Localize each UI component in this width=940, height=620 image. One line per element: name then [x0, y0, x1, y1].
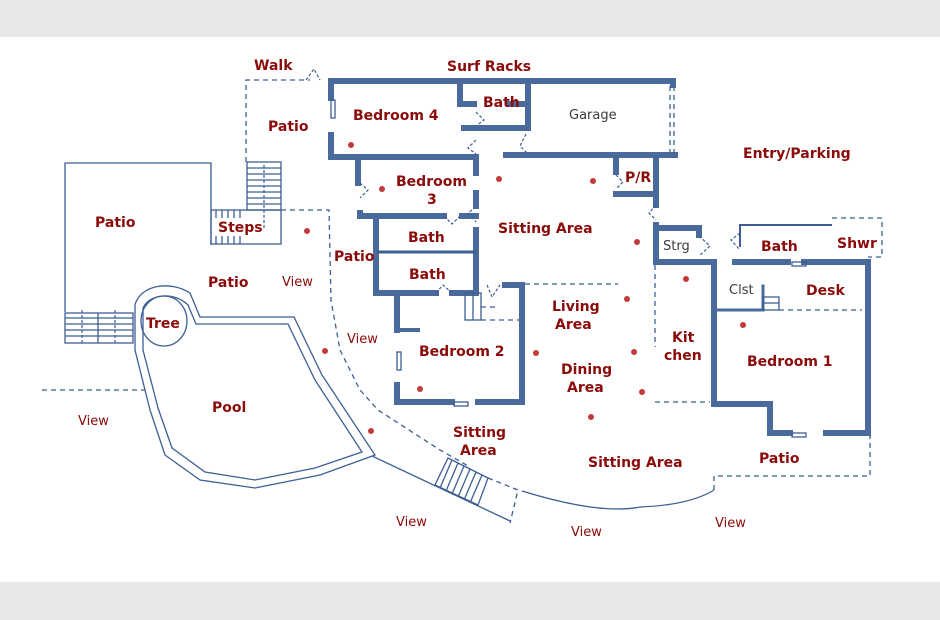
label-tree[interactable]: Tree [146, 316, 180, 332]
label-bath-mid-1[interactable]: Bath [408, 230, 445, 246]
marker[interactable] [683, 276, 689, 282]
label-view-left: View [78, 414, 109, 429]
label-pool[interactable]: Pool [212, 400, 246, 416]
label-dining-line2[interactable]: Area [567, 380, 604, 396]
label-bedroom-3-line1[interactable]: Bedroom [396, 174, 467, 190]
house-walls [328, 78, 883, 436]
marker[interactable] [624, 296, 630, 302]
label-view-bottom-right: View [715, 516, 746, 531]
label-patio-upper[interactable]: Patio [268, 119, 309, 135]
label-sitting-area-upper[interactable]: Sitting Area [498, 221, 593, 237]
label-view-1: View [282, 275, 313, 290]
marker[interactable] [322, 348, 328, 354]
marker[interactable] [740, 322, 746, 328]
door-swings [330, 99, 807, 438]
label-bedroom-4[interactable]: Bedroom 4 [353, 108, 439, 124]
room-labels: Walk Surf Racks Bedroom 4 Bath Garage En… [78, 58, 877, 540]
label-powder-room[interactable]: P/R [625, 170, 651, 186]
label-entry-parking[interactable]: Entry/Parking [743, 146, 851, 162]
marker[interactable] [590, 178, 596, 184]
label-view-bottom-left: View [396, 515, 427, 530]
left-patio-outline [64, 162, 212, 344]
marker[interactable] [496, 176, 502, 182]
label-garage[interactable]: Garage [569, 108, 617, 123]
label-kitchen-line2[interactable]: chen [664, 348, 702, 364]
label-patio-left[interactable]: Patio [95, 215, 136, 231]
label-bedroom-3-line2[interactable]: 3 [427, 192, 437, 208]
marker[interactable] [634, 239, 640, 245]
label-walk: Walk [254, 58, 293, 74]
label-view-bottom-mid: View [571, 525, 602, 540]
walk-gate-icon [305, 67, 321, 81]
marker[interactable] [631, 349, 637, 355]
label-surf-racks: Surf Racks [447, 59, 531, 75]
marker[interactable] [379, 186, 385, 192]
label-view-2: View [347, 332, 378, 347]
marker[interactable] [588, 414, 594, 420]
location-markers [304, 142, 746, 434]
label-shower[interactable]: Shwr [837, 236, 877, 252]
marker[interactable] [417, 386, 423, 392]
label-bath-right[interactable]: Bath [761, 239, 798, 255]
marker[interactable] [533, 350, 539, 356]
label-sitting-lower-line1[interactable]: Sitting [453, 425, 506, 441]
label-living-line1[interactable]: Living [552, 299, 600, 315]
label-storage[interactable]: Strg [663, 239, 690, 254]
label-sitting-area-bottom[interactable]: Sitting Area [588, 455, 683, 471]
label-bedroom-1[interactable]: Bedroom 1 [747, 354, 833, 370]
marker[interactable] [639, 389, 645, 395]
marker[interactable] [348, 142, 354, 148]
label-patio-lower-left[interactable]: Patio [208, 275, 249, 291]
pool-structure [134, 285, 511, 522]
label-patio-right[interactable]: Patio [759, 451, 800, 467]
label-patio-mid[interactable]: Patio [334, 249, 375, 265]
label-sitting-lower-line2[interactable]: Area [460, 443, 497, 459]
floor-plan-svg: Walk Surf Racks Bedroom 4 Bath Garage En… [42, 58, 883, 540]
label-closet[interactable]: Clst [729, 283, 754, 298]
sitting-steps [434, 457, 519, 524]
marker[interactable] [368, 428, 374, 434]
label-kitchen-line1[interactable]: Kit [672, 330, 695, 346]
label-bath-top[interactable]: Bath [483, 95, 520, 111]
marker[interactable] [304, 228, 310, 234]
right-patio-boundary [713, 435, 871, 490]
steps-structure [210, 161, 282, 245]
label-dining-line1[interactable]: Dining [561, 362, 612, 378]
left-patio-boundary [281, 209, 471, 468]
label-bath-mid-2[interactable]: Bath [409, 267, 446, 283]
walk-patio-boundary [245, 79, 310, 162]
label-desk[interactable]: Desk [806, 283, 845, 299]
label-living-line2[interactable]: Area [555, 317, 592, 333]
floor-plan-canvas: Walk Surf Racks Bedroom 4 Bath Garage En… [0, 37, 940, 582]
bottom-terrace-edge [521, 489, 715, 510]
label-bedroom-2[interactable]: Bedroom 2 [419, 344, 505, 360]
label-steps[interactable]: Steps [218, 220, 263, 236]
